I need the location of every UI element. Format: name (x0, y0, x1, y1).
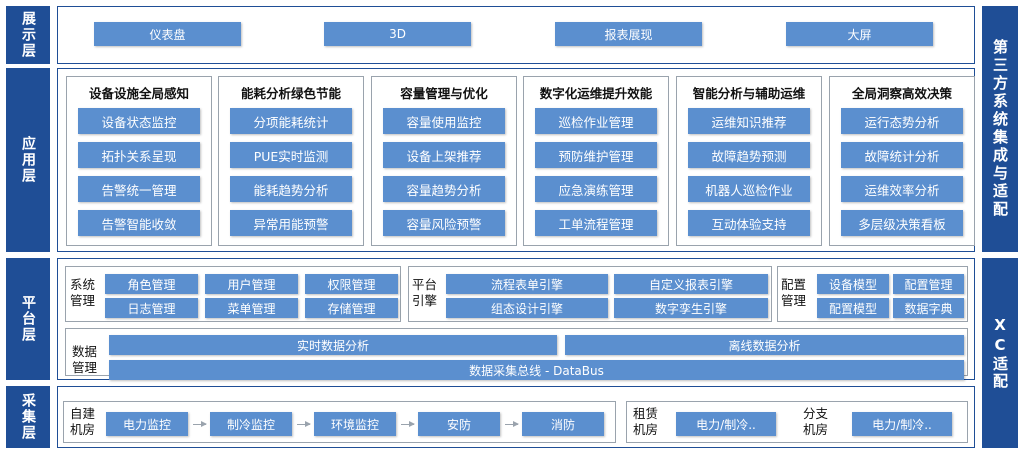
app-function-item[interactable]: 工单流程管理 (535, 210, 657, 236)
app-function-item[interactable]: 巡检作业管理 (535, 108, 657, 134)
app-function-item[interactable]: 设备状态监控 (78, 108, 200, 134)
system-management-label: 系统管理 (70, 277, 96, 308)
sys-log-management[interactable]: 日志管理 (105, 298, 198, 318)
app-function-item[interactable]: 容量风险预警 (383, 210, 505, 236)
app-function-item[interactable]: 拓扑关系呈现 (78, 142, 200, 168)
collect-environment-monitor[interactable]: 环境监控 (314, 412, 396, 436)
flow-arrow (401, 421, 415, 427)
engine-custom-report[interactable]: 自定义报表引擎 (614, 274, 768, 294)
app-column-title: 智能分析与辅助运维 (692, 86, 806, 101)
display-item-dashboard[interactable]: 仪表盘 (94, 22, 241, 46)
app-function-item[interactable]: 多层级决策看板 (841, 210, 963, 236)
realtime-data-analysis[interactable]: 实时数据分析 (109, 335, 557, 355)
app-function-item[interactable]: 应急演练管理 (535, 176, 657, 202)
app-function-item[interactable]: PUE实时监测 (230, 142, 352, 168)
app-function-item[interactable]: 设备上架推荐 (383, 142, 505, 168)
app-function-item[interactable]: 能耗趋势分析 (230, 176, 352, 202)
app-function-item[interactable]: 运维效率分析 (841, 176, 963, 202)
flow-arrow (297, 421, 311, 427)
app-column-title: 全局洞察高效决策 (851, 86, 952, 101)
config-configuration-model[interactable]: 配置模型 (817, 298, 889, 318)
layer-label-display: 展示层 (6, 6, 50, 64)
sys-user-management[interactable]: 用户管理 (205, 274, 298, 294)
app-function-item[interactable]: 分项能耗统计 (230, 108, 352, 134)
branch-room-label: 分支机房 (803, 406, 829, 437)
display-item-3d[interactable]: 3D (324, 22, 471, 46)
layer-label-collection: 采集层 (6, 386, 50, 448)
collect-security[interactable]: 安防 (418, 412, 500, 436)
app-function-item[interactable]: 容量使用监控 (383, 108, 505, 134)
display-item-report[interactable]: 报表展现 (555, 22, 702, 46)
layer-label-platform: 平台层 (6, 258, 50, 380)
collect-cooling-monitor[interactable]: 制冷监控 (210, 412, 292, 436)
sys-role-management[interactable]: 角色管理 (105, 274, 198, 294)
app-function-item[interactable]: 互动体验支持 (688, 210, 810, 236)
app-column-title: 数字化运维提升效能 (539, 86, 653, 101)
app-column-title: 能耗分析绿色节能 (240, 86, 341, 101)
app-function-item[interactable]: 运行态势分析 (841, 108, 963, 134)
app-function-item[interactable]: 告警智能收敛 (78, 210, 200, 236)
data-collection-bus[interactable]: 数据采集总线 - DataBus (109, 360, 964, 380)
app-function-item[interactable]: 运维知识推荐 (688, 108, 810, 134)
collect-fire-protection[interactable]: 消防 (522, 412, 604, 436)
leased-room-label: 租赁机房 (633, 406, 659, 437)
platform-engine-label: 平台引擎 (412, 277, 438, 308)
engine-configuration-design[interactable]: 组态设计引擎 (446, 298, 608, 318)
layer-label-xc: XC适配 (982, 258, 1018, 448)
layer-label-application: 应用层 (6, 68, 50, 252)
engine-workflow-form[interactable]: 流程表单引擎 (446, 274, 608, 294)
config-data-dictionary[interactable]: 数据字典 (893, 298, 964, 318)
app-function-item[interactable]: 机器人巡检作业 (688, 176, 810, 202)
app-function-item[interactable]: 故障统计分析 (841, 142, 963, 168)
self-built-room-label: 自建机房 (70, 406, 96, 437)
collect-power-monitor[interactable]: 电力监控 (106, 412, 188, 436)
app-function-item[interactable]: 告警统一管理 (78, 176, 200, 202)
leased-power-cooling[interactable]: 电力/制冷.. (676, 412, 776, 436)
app-function-item[interactable]: 异常用能预警 (230, 210, 352, 236)
sys-menu-management[interactable]: 菜单管理 (205, 298, 298, 318)
branch-power-cooling[interactable]: 电力/制冷.. (852, 412, 952, 436)
app-function-item[interactable]: 容量趋势分析 (383, 176, 505, 202)
sys-storage-management[interactable]: 存储管理 (305, 298, 398, 318)
data-management-label: 数据管理 (72, 344, 98, 375)
app-function-item[interactable]: 故障趋势预测 (688, 142, 810, 168)
display-item-big-screen[interactable]: 大屏 (786, 22, 933, 46)
sys-permission-management[interactable]: 权限管理 (305, 274, 398, 294)
offline-data-analysis[interactable]: 离线数据分析 (565, 335, 964, 355)
config-configuration-management[interactable]: 配置管理 (893, 274, 964, 294)
config-device-model[interactable]: 设备模型 (817, 274, 889, 294)
layer-label-third-party: 第三方系统集成与适配 (982, 6, 1018, 252)
app-column-title: 容量管理与优化 (400, 86, 488, 101)
app-column-title: 设备设施全局感知 (88, 86, 189, 101)
flow-arrow (193, 421, 207, 427)
flow-arrow (505, 421, 519, 427)
config-management-label: 配置管理 (781, 277, 807, 308)
app-function-item[interactable]: 预防维护管理 (535, 142, 657, 168)
engine-digital-twin[interactable]: 数字孪生引擎 (614, 298, 768, 318)
